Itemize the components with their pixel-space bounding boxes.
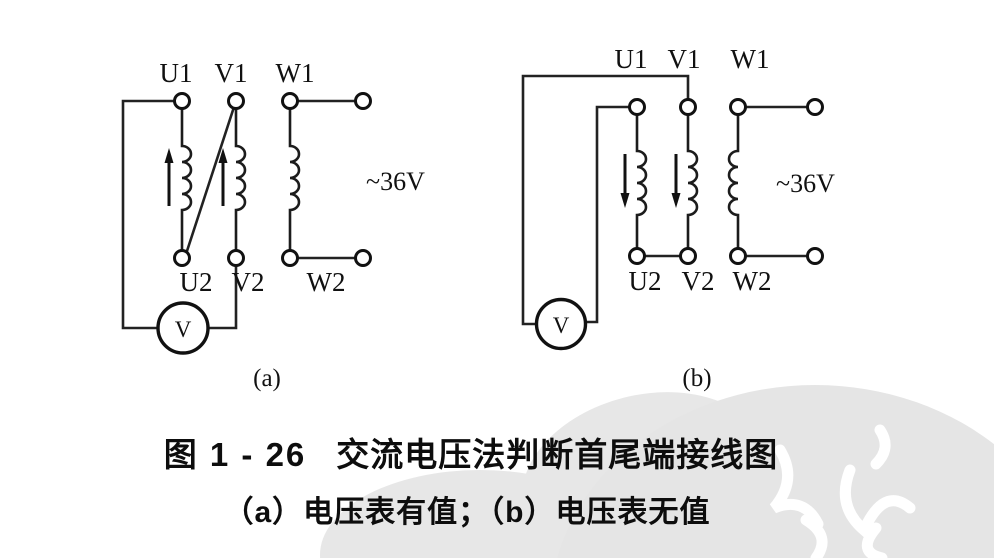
- wire-u1-to-voltmeter-a: [121, 99, 176, 330]
- terminal-label-v1-a: V1: [215, 58, 248, 88]
- terminal-v1-a: [227, 92, 245, 110]
- terminal-u2-b: [628, 247, 646, 265]
- coil-w-b: [727, 114, 740, 249]
- terminal-label-u2-b: U2: [629, 266, 662, 296]
- diagram-b: V U1 V1 W1 U2 V2 W2 ~36V (b): [521, 44, 835, 392]
- coil-u-b: [635, 114, 648, 249]
- terminal-label-w2-a: W2: [307, 267, 346, 297]
- coil-v-a: [234, 108, 247, 251]
- terminal-label-u1-b: U1: [615, 44, 648, 74]
- terminal-label-w1-b: W1: [731, 44, 770, 74]
- voltage-label-b: ~36V: [776, 169, 835, 198]
- watermark-glyphs: [769, 424, 916, 558]
- terminal-right-bottom-a: [354, 249, 372, 267]
- coil-u-a: [180, 108, 193, 251]
- voltmeter-label-b: V: [553, 313, 570, 338]
- terminal-label-u1-a: U1: [160, 58, 193, 88]
- terminal-label-w1-a: W1: [276, 58, 315, 88]
- terminal-right-top-a: [354, 92, 372, 110]
- voltmeter-label-a: V: [175, 317, 192, 342]
- voltage-label-a: ~36V: [366, 167, 425, 196]
- arrow-up-u-a: [164, 148, 174, 206]
- sublabel-a: (a): [253, 365, 281, 392]
- terminal-w1-b: [729, 98, 747, 116]
- figure-subcaption: （a）电压表有值；（b）电压表无值: [223, 496, 711, 529]
- terminal-v2-b: [679, 247, 697, 265]
- diagram-a: V U1 V1 W1 U2 V2 W2 ~36V (a): [121, 58, 425, 392]
- terminal-label-u2-a: U2: [180, 267, 213, 297]
- voltmeter-b: [534, 297, 588, 351]
- wire-v2-to-voltmeter-a: [207, 264, 238, 330]
- terminal-u2-a: [173, 249, 191, 267]
- coil-v-b: [686, 114, 699, 249]
- figure-title: 交流电压法判断首尾端接线图: [336, 436, 779, 473]
- wire-v1-to-voltmeter-b: [521, 74, 690, 326]
- sublabel-b: (b): [682, 365, 711, 392]
- terminal-v1-b: [679, 98, 697, 116]
- coil-w-a: [288, 108, 301, 251]
- terminal-label-v2-b: V2: [682, 266, 715, 296]
- terminal-w1-a: [281, 92, 299, 110]
- terminal-right-bottom-b: [806, 247, 824, 265]
- terminal-w2-a: [281, 249, 299, 267]
- figure-number: 图 1 - 26: [163, 436, 307, 473]
- voltmeter-a: [156, 301, 210, 355]
- terminal-label-v1-b: V1: [668, 44, 701, 74]
- figure-caption: 图 1 - 26 交流电压法判断首尾端接线图: [0, 428, 968, 476]
- terminal-u1-b: [628, 98, 646, 116]
- terminal-v2-a: [227, 249, 245, 267]
- terminal-right-top-b: [806, 98, 824, 116]
- wire-v1-to-u2-diagonal: [185, 106, 236, 253]
- terminal-label-v2-a: V2: [232, 267, 265, 297]
- wire-u1-to-voltmeter-b: [585, 105, 631, 324]
- terminal-label-w2-b: W2: [733, 266, 772, 296]
- arrow-down-u-b: [620, 154, 630, 208]
- arrow-up-v-a: [218, 148, 228, 206]
- terminal-u1-a: [173, 92, 191, 110]
- arrow-down-v-b: [671, 154, 681, 208]
- terminal-w2-b: [729, 247, 747, 265]
